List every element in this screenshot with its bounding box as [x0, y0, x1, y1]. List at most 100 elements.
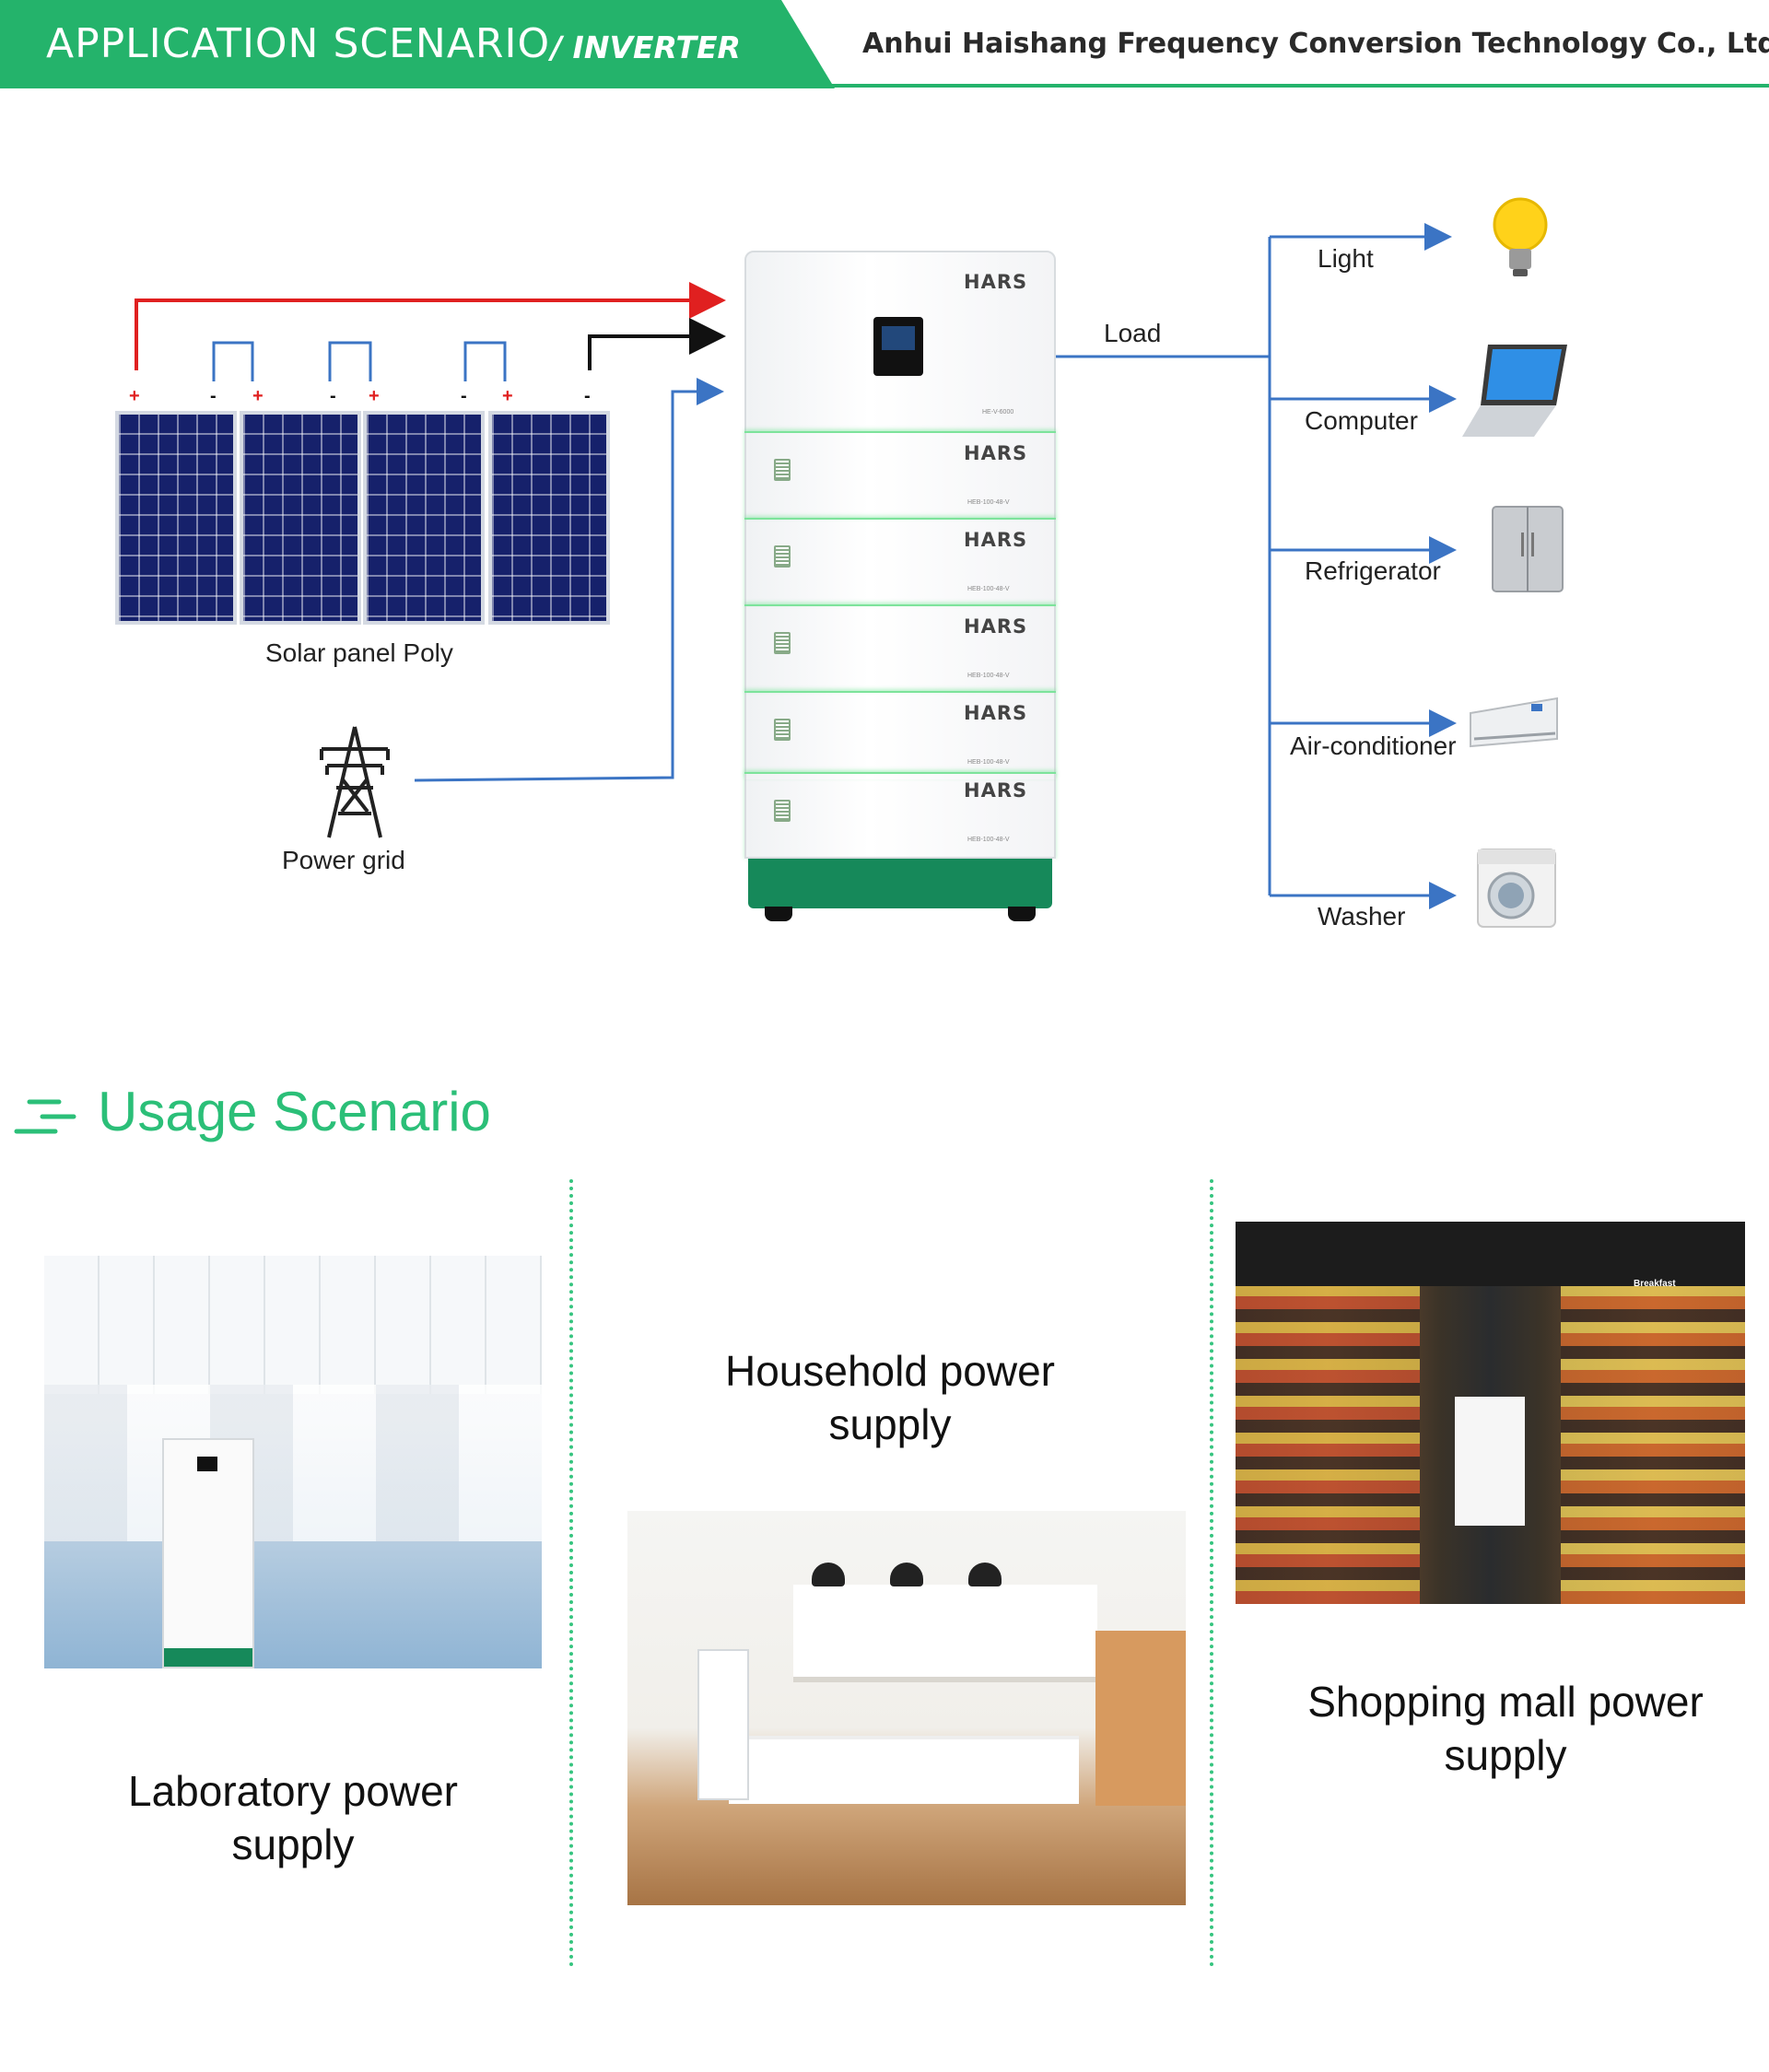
polarity-mark: + — [129, 386, 140, 406]
polarity-mark: - — [584, 386, 591, 406]
header-banner — [0, 0, 835, 88]
solar-panel — [115, 411, 237, 625]
laptop-icon — [1462, 345, 1567, 437]
air-conditioner-icon — [1470, 697, 1558, 748]
scenario-label-line: supply — [231, 1820, 355, 1868]
battery-model: HEB-100-48-V — [967, 759, 1010, 766]
scenario-label-line: Household power — [724, 1347, 1055, 1395]
solar-panel — [488, 411, 610, 625]
load-label-light: Light — [1318, 244, 1374, 273]
polarity-mark: + — [502, 386, 513, 406]
page-subtitle: / INVERTER — [551, 29, 741, 65]
solar-panel — [363, 411, 485, 625]
washer-icon — [1477, 849, 1556, 928]
display-screen — [197, 1457, 217, 1471]
brand-logo: HARS — [964, 271, 1028, 293]
brand-logo: HARS — [964, 442, 1028, 464]
brand-logo: HARS — [964, 529, 1028, 551]
kitchen-island — [729, 1736, 1079, 1804]
battery-cabinet — [1455, 1397, 1525, 1526]
battery-model: HEB-100-48-V — [967, 586, 1010, 592]
battery-icon — [774, 459, 791, 481]
lab-benches — [44, 1385, 542, 1541]
battery-cabinet — [162, 1438, 254, 1668]
scenario-label-line: Shopping mall power — [1307, 1678, 1704, 1726]
battery-model: HEB-100-48-V — [967, 837, 1010, 843]
series-jumper — [463, 341, 507, 381]
battery-icon — [774, 632, 791, 654]
display-screen — [873, 317, 923, 376]
battery-model: HEB-100-48-V — [967, 673, 1010, 679]
cabinet-base — [748, 859, 1052, 908]
scenario-label-laboratory: Laboratory power supply — [100, 1764, 486, 1871]
load-label: Load — [1104, 319, 1162, 347]
grid-wire — [414, 378, 724, 782]
load-label-computer: Computer — [1305, 406, 1418, 435]
ceiling-tiles — [44, 1256, 542, 1394]
power-grid-label: Power grid — [282, 846, 405, 874]
scenario-label-line: supply — [1444, 1731, 1567, 1779]
scenario-label-household: Household power supply — [697, 1344, 1084, 1451]
brand-logo: HARS — [964, 615, 1028, 638]
usage-scenario-title: Usage Scenario — [98, 1081, 491, 1142]
polarity-mark: + — [252, 386, 264, 406]
right-shelves — [1561, 1277, 1745, 1604]
load-label-washer: Washer — [1318, 902, 1406, 931]
polarity-mark: + — [369, 386, 380, 406]
cabinet-base — [164, 1648, 252, 1667]
load-label-air-conditioner: Air-conditioner — [1290, 732, 1457, 760]
speed-lines-icon — [14, 1099, 76, 1134]
dotted-divider — [1210, 1179, 1213, 1967]
negative-wire — [588, 318, 726, 370]
inverter-model: HE-V-6000 — [982, 409, 1014, 416]
series-jumper — [212, 341, 254, 381]
pendant-lamp — [890, 1563, 923, 1586]
company-name: Anhui Haishang Frequency Conversion Tech… — [862, 28, 1769, 60]
mall-sign: Breakfast — [1634, 1279, 1676, 1289]
dotted-divider — [569, 1179, 573, 1967]
polarity-mark: - — [210, 386, 217, 406]
header-underline — [811, 84, 1769, 88]
battery-icon — [774, 545, 791, 568]
wood-cabinets — [1095, 1631, 1186, 1806]
page-title: APPLICATION SCENARIO — [46, 20, 551, 67]
ceiling — [1236, 1222, 1745, 1286]
pendant-lamp — [968, 1563, 1002, 1586]
brand-logo: HARS — [964, 702, 1028, 724]
battery-icon — [774, 800, 791, 822]
left-shelves — [1236, 1277, 1420, 1604]
shopping-mall-photo: Breakfast — [1236, 1222, 1745, 1604]
positive-wire — [135, 282, 726, 370]
battery-module: HARS HEB-100-48-V — [744, 772, 1056, 860]
battery-module: HARS HEB-100-48-V — [744, 691, 1056, 779]
series-jumper — [328, 341, 372, 381]
solar-panel — [240, 411, 361, 625]
wheel — [1008, 907, 1036, 921]
inverter-unit: HARS HE-V-6000 — [744, 251, 1056, 431]
scenario-label-line: supply — [828, 1400, 952, 1448]
battery-cabinet — [697, 1649, 749, 1800]
kitchen-photo — [627, 1511, 1186, 1905]
power-tower-icon — [320, 726, 390, 838]
battery-module: HARS HEB-100-48-V — [744, 518, 1056, 606]
brand-logo: HARS — [964, 779, 1028, 802]
polarity-mark: - — [461, 386, 467, 406]
light-bulb-icon — [1493, 197, 1548, 276]
refrigerator-icon — [1492, 506, 1564, 592]
inverter-battery-stack: HARS HE-V-6000 HARS HEB-100-48-V HARS HE… — [744, 251, 1056, 921]
upper-cabinets — [793, 1585, 1097, 1682]
polarity-mark: - — [330, 386, 336, 406]
battery-icon — [774, 719, 791, 741]
wiring-diagram: + - + - + - + - — [129, 223, 1457, 909]
battery-module: HARS HEB-100-48-V — [744, 431, 1056, 520]
scenario-label-shopping-mall: Shopping mall power supply — [1278, 1675, 1733, 1782]
wheel — [765, 907, 792, 921]
battery-model: HEB-100-48-V — [967, 499, 1010, 506]
solar-panel-label: Solar panel Poly — [265, 638, 453, 667]
scenario-label-line: Laboratory power — [128, 1767, 458, 1815]
header: APPLICATION SCENARIO / INVERTER Anhui Ha… — [0, 0, 1769, 88]
battery-module: HARS HEB-100-48-V — [744, 604, 1056, 693]
laboratory-photo — [44, 1256, 542, 1668]
load-label-refrigerator: Refrigerator — [1305, 556, 1441, 585]
pendant-lamp — [812, 1563, 845, 1586]
